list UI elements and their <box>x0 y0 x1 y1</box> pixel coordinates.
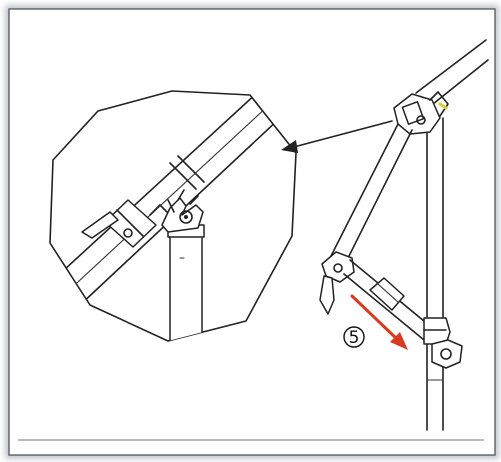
main-view: 5 <box>319 39 489 431</box>
direction-arrow-icon <box>350 294 408 350</box>
elbow-hinge <box>319 251 355 315</box>
detail-callout-arrow-icon <box>281 120 393 153</box>
top-joint <box>393 91 449 135</box>
lower-clamp <box>423 317 463 369</box>
lower-strut <box>343 259 431 341</box>
hinge-lock-icon <box>161 189 204 233</box>
detail-clamp <box>81 199 169 248</box>
diagonal-arm <box>329 123 413 267</box>
step-number: 5 <box>349 328 360 348</box>
step-number-badge: 5 <box>343 326 365 348</box>
upper-arm <box>415 39 489 109</box>
detail-pole <box>167 224 205 341</box>
detail-view <box>49 90 297 342</box>
